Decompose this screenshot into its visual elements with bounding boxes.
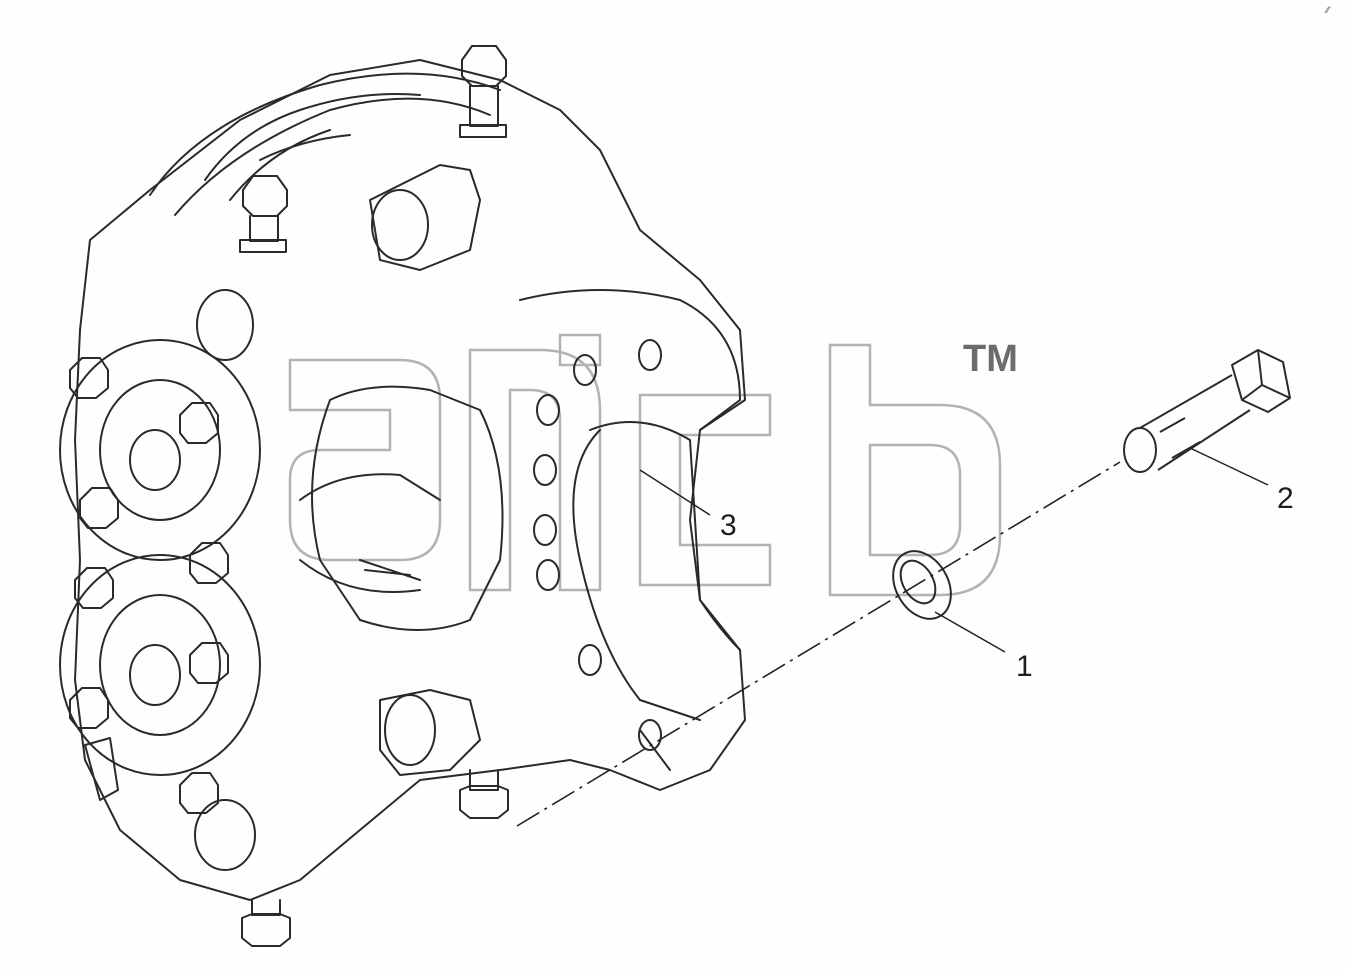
leader-lines (639, 447, 1269, 653)
washer-part (892, 550, 952, 620)
trademark-text: TM (963, 338, 1018, 380)
watermark-logo (288, 333, 1002, 597)
callout-3: 3 (720, 509, 737, 542)
callout-1: 1 (1016, 650, 1033, 683)
caliper-assembly (59, 45, 746, 947)
callout-2: 2 (1277, 482, 1294, 515)
corner-mark: ⁄⁄ (1324, 6, 1332, 16)
bolt-part (1123, 349, 1291, 473)
assembly-centerline (516, 461, 1121, 827)
